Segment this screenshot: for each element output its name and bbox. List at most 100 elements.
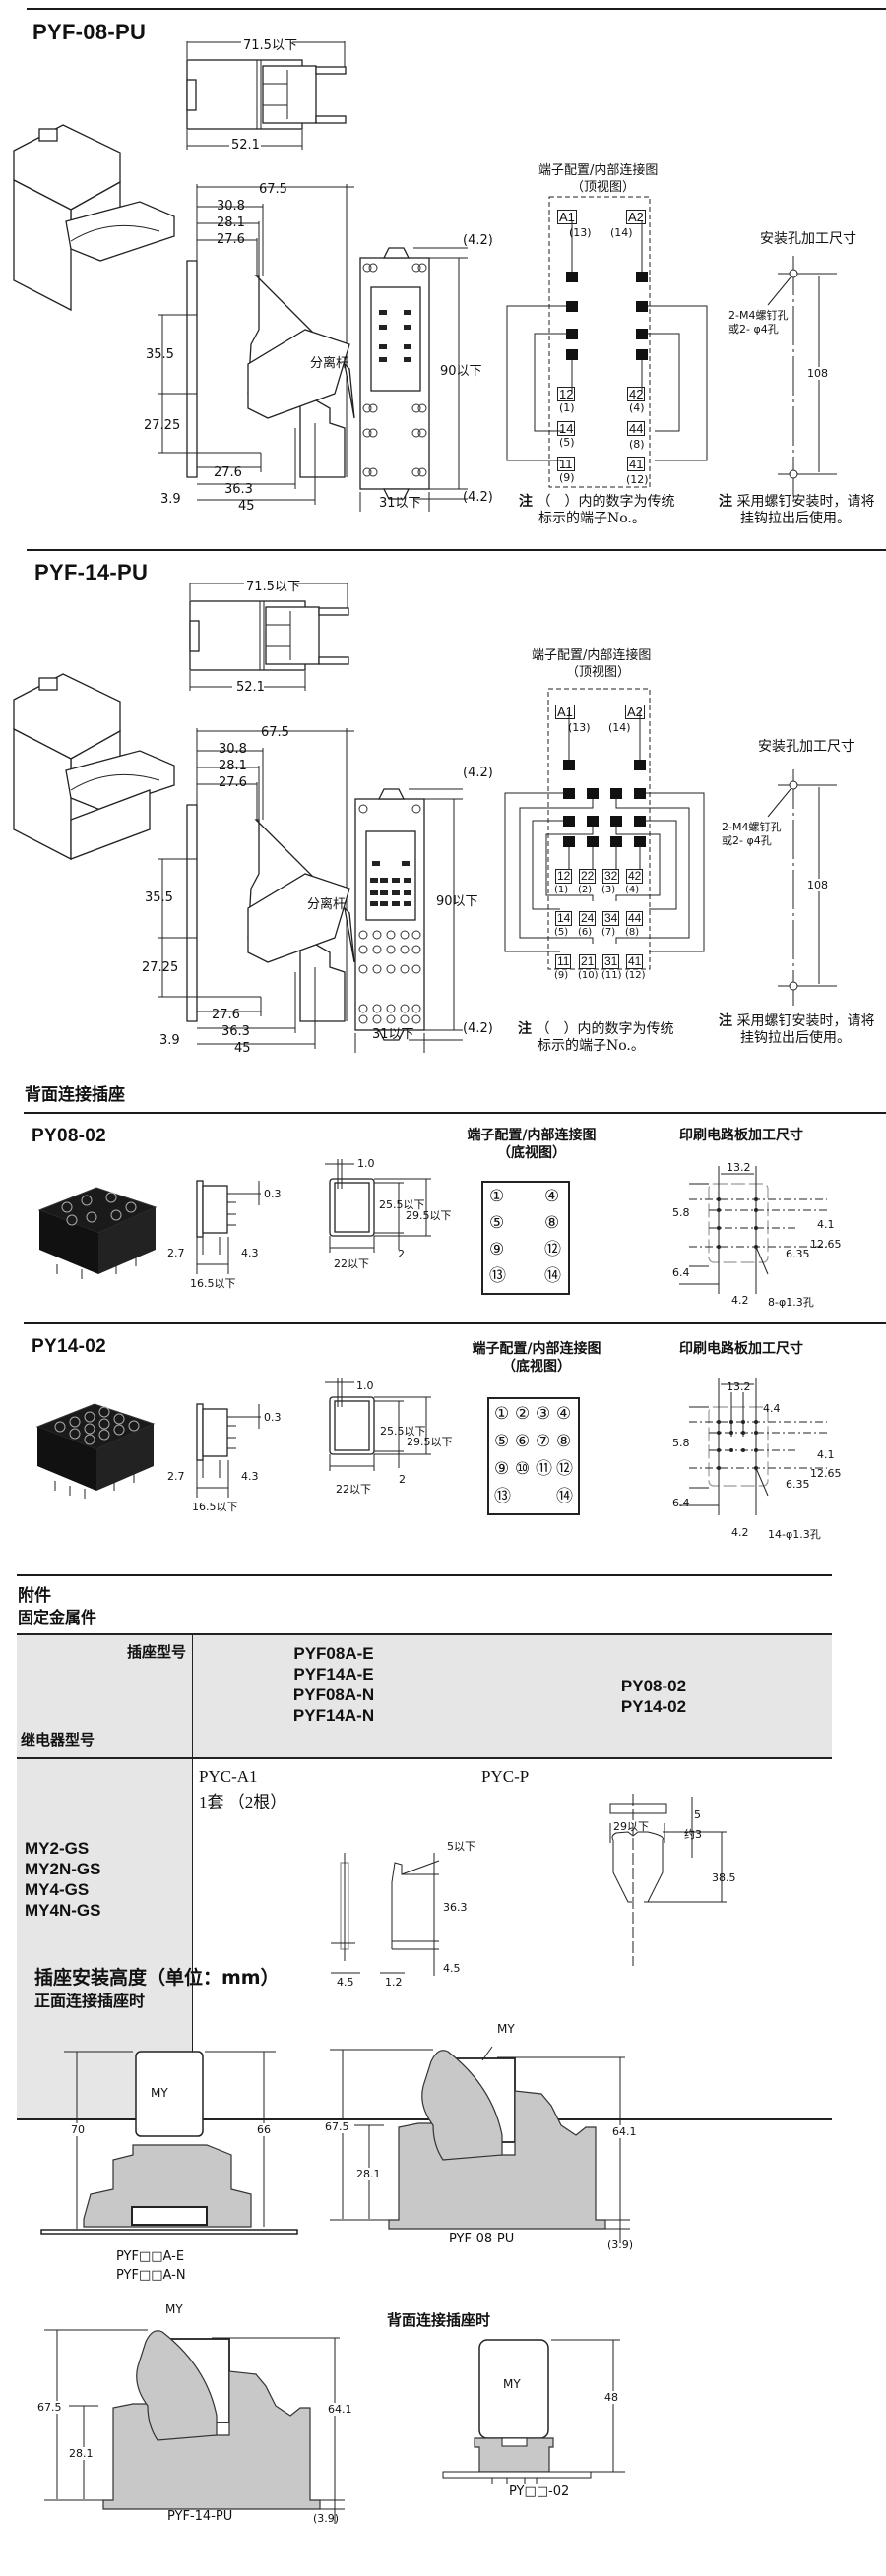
py14-isometric-illustration [35,1403,156,1499]
pin-number: ④ [544,1187,560,1205]
clip2-dim-gap: 约3 [684,1828,702,1841]
pcb-r2: 12.65 [810,1467,842,1480]
py08-front-view-drawing [325,1159,431,1253]
clip2-cell: PYC-P 29以下 5 约3 38.5 [475,1758,832,2120]
release-lever-label: 分离杆 [310,356,349,371]
relay-label: MY [151,2086,168,2100]
pcb-holes: 14-φ1.3孔 [768,1528,821,1541]
terminal-44: 44 [627,421,646,436]
pin-number: ① [489,1187,505,1205]
py08-pcb-drawing [679,1166,827,1294]
wiring-title: 端子配置/内部连接图 [538,163,659,178]
dim-side-28-1: 28.1 [217,215,245,230]
pcb-left: 4.2 [731,1294,749,1307]
pin-number: ① [494,1404,510,1423]
clip1-qty: 1套 （2根） [199,1793,287,1811]
terminal-12: 12 [557,387,576,401]
relay-label: MY [503,2377,521,2391]
mount-note: 注 采用螺钉安装时，请将 挂钩拉出后使用。 [719,1013,875,1046]
dim-side-overall: 67.5 [259,182,287,197]
pin-number: ⑭ [544,1266,561,1285]
dim-side-bottom-27-6: 27.6 [214,465,242,480]
dim-side-bottom-36-3: 36.3 [222,1024,250,1039]
pyf08-wiring-diagram [506,196,708,488]
terminal-A2-old: (14) [608,721,631,734]
pin-number: ⑪ [536,1459,552,1478]
wiring-title: 端子配置/内部连接图（底视图） [467,1128,597,1161]
clip1-width-1: 4.5 [337,1976,354,1989]
terminal-box: 21 [579,954,597,969]
accessories-heading: 附件 [18,1586,51,1606]
dim-outer-height: 29.5以下 [407,1436,453,1448]
terminal-box: 44 [626,911,644,926]
mount-hole-spec-1: 2-M4螺钉孔 [728,309,789,322]
pyf14-front-view-drawing [354,788,463,1053]
pin-number: ⑧ [544,1213,560,1232]
terminal-box: 12 [555,869,573,884]
dim-side-30-8: 30.8 [219,742,247,757]
height-left: 67.5 [37,2401,62,2414]
header-socket-label: 插座型号 [126,1643,186,1661]
list-item: PY08-02 [620,1677,687,1695]
terminal-A1: A1 [557,210,577,224]
terminal-14: 14 [557,421,576,436]
dim-inner-height: 25.5以下 [379,1198,425,1211]
dim-front-height: 90以下 [436,894,478,909]
list-item: PYF14A-N [292,1706,375,1725]
wiring-title: 端子配置/内部连接图（底视图） [472,1341,601,1375]
dim-front-width: 31以下 [372,1027,414,1042]
dim-width: 22以下 [334,1257,369,1270]
pyf08-front-view-drawing [359,247,468,512]
pin-number: ⑤ [489,1213,505,1232]
caption-2: PYF□□A-N [116,2268,186,2283]
list-item: PYF08A-E [293,1644,374,1663]
pin-number: ④ [556,1404,572,1423]
height-drawing-pyf08 [330,2046,630,2243]
dim-side-27-6: 27.6 [217,232,245,247]
dim-gap: 2 [398,1248,405,1260]
clip2-dim-width: 29以下 [613,1820,649,1833]
clip2-name: PYC-P [481,1767,530,1786]
model-title-py14: PY14-02 [32,1336,107,1357]
terminal-old-number: (4) [625,885,640,895]
terminal-old-number: (1) [554,885,569,895]
mount-title: 安装孔加工尺寸 [760,231,856,247]
dim-front-top-gap: (4.2) [463,233,493,248]
terminal-box: 41 [626,954,644,969]
pin-number: ⑫ [556,1459,573,1478]
model-title-py08: PY08-02 [32,1126,107,1146]
dim-base-width: 52.1 [231,138,260,153]
height-heading: 插座安装高度（单位：mm） [34,1967,280,1989]
pyf14-side-view-drawing [158,728,355,1049]
wiring-title: 端子配置/内部连接图 [532,648,652,663]
caption-1: PYF□□A-E [116,2249,185,2264]
release-lever-label: 分离杆 [307,897,347,912]
terminal-14-old: (5) [559,436,575,449]
list-item: MY2-GS [25,1839,90,1858]
list-item: PY14-02 [620,1697,687,1716]
terminal-A2: A2 [626,210,646,224]
pcb-bottom: 6.4 [672,1266,690,1279]
terminal-41: 41 [627,457,646,471]
header-corner-cell: 插座型号 继电器型号 [17,1633,193,1759]
terminal-old-number: (2) [578,885,593,895]
height-drawing-py02 [442,2339,625,2484]
pyf08-side-view-drawing [158,184,355,505]
terminal-old-number: (7) [601,927,616,938]
divider [17,1574,832,1576]
pcb-r1: 4.1 [817,1448,835,1461]
mount-hole-spec-2: 或2- φ4孔 [722,834,772,847]
terminal-A1-old: (13) [569,226,592,239]
list-item: PYF14A-E [293,1665,374,1684]
terminal-11: 11 [557,457,575,471]
dim-side-35-5: 35.5 [145,890,173,905]
py14-pcb-drawing [679,1378,827,1515]
dim-side-bottom-45: 45 [238,499,255,514]
terminal-A1-old: (13) [568,721,591,734]
terminal-old-number: (12) [625,970,646,981]
front-socket-heading: 正面连接插座时 [34,1992,146,2010]
